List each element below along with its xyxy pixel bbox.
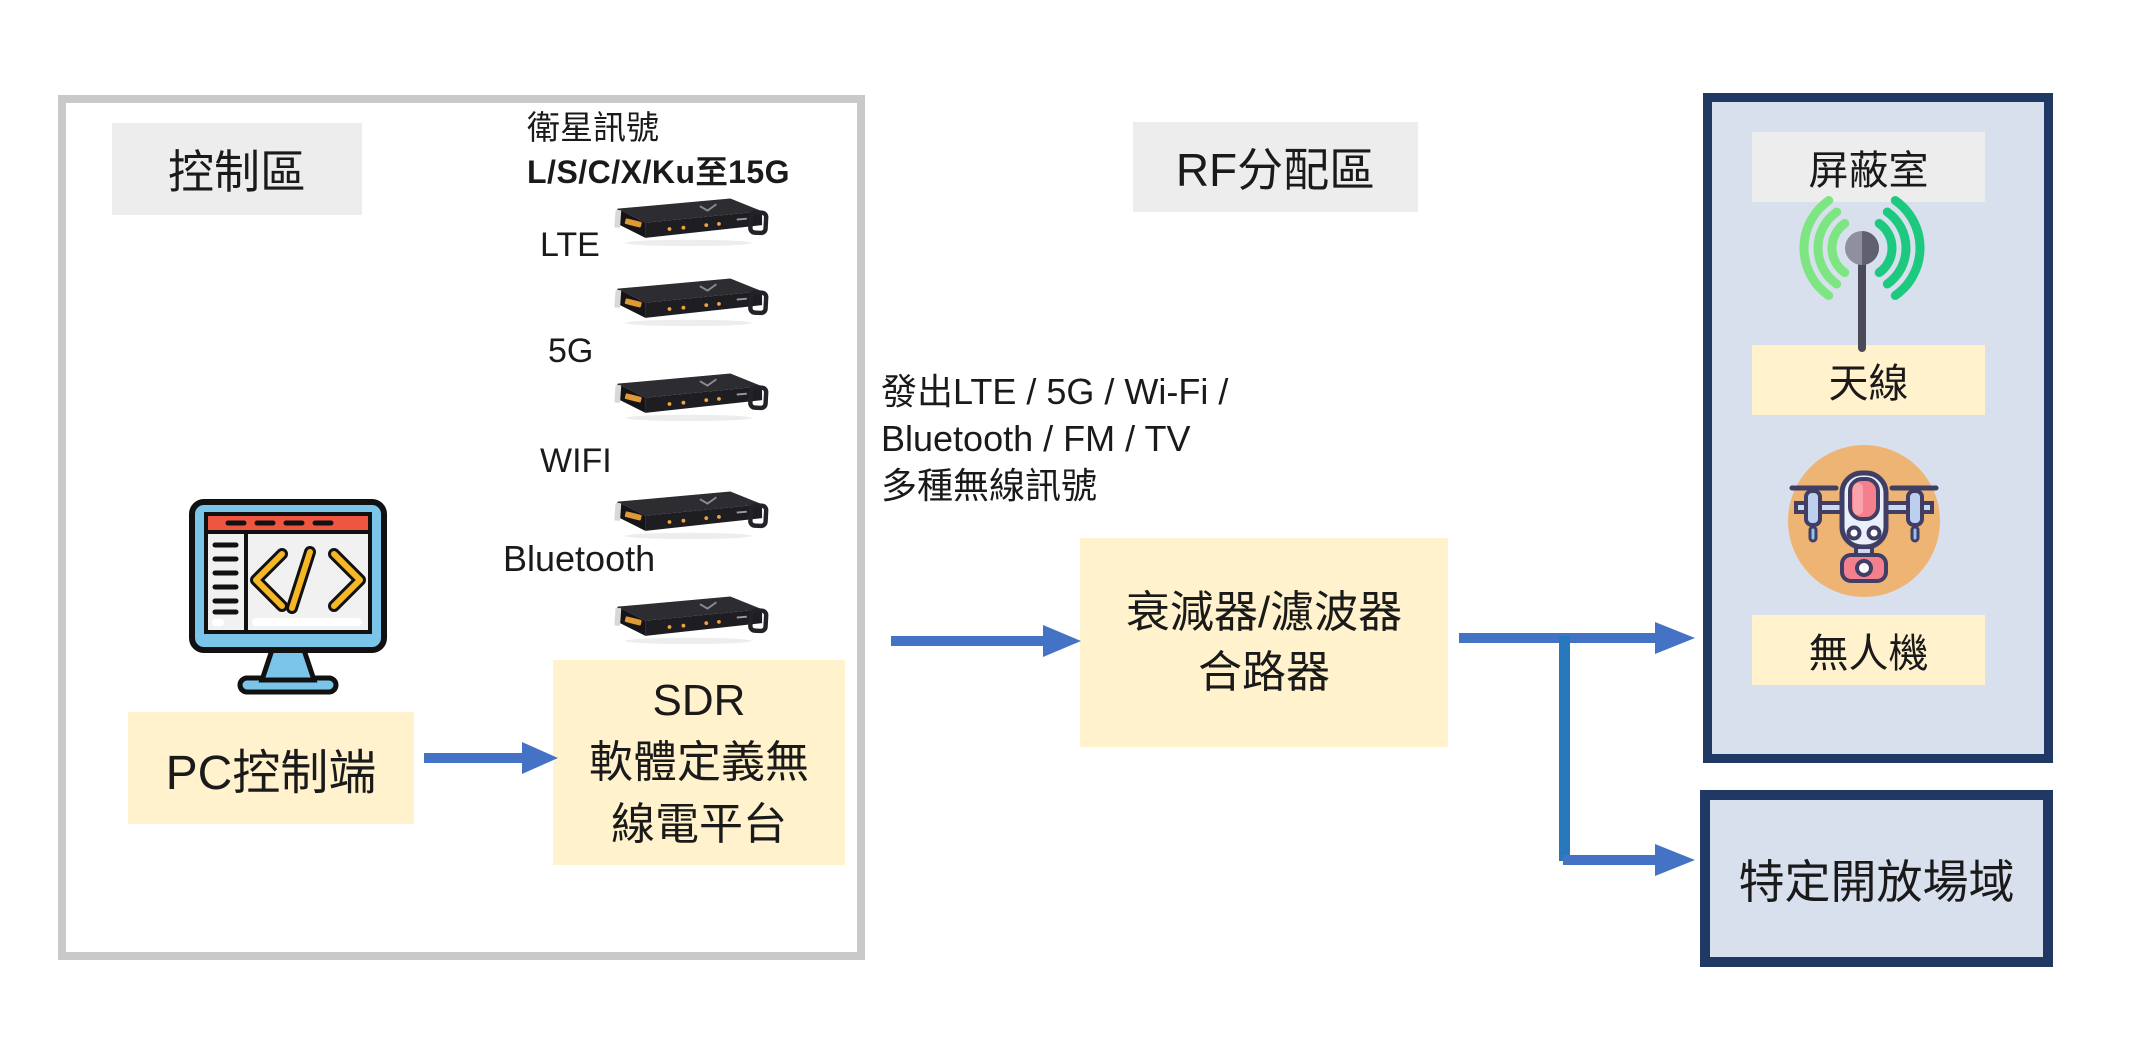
arrow-right-icon <box>1459 621 1695 655</box>
branch-connector-line <box>1559 636 1570 861</box>
sdr-device-unit-2 <box>606 276 771 328</box>
drone-icon <box>1786 443 1942 599</box>
sdr-platform-box: SDR 軟體定義無 線電平台 <box>553 660 845 865</box>
signal-note: 發出LTE / 5G / Wi-Fi / Bluetooth / FM / TV… <box>881 368 1381 509</box>
attenuator-combiner-box: 衰減器/濾波器 合路器 <box>1080 538 1448 747</box>
sdr-rack-icon <box>614 491 769 540</box>
sdr-box-line2: 軟體定義無 <box>589 737 809 787</box>
attenuator-line1: 衰減器/濾波器 <box>1125 587 1403 637</box>
satellite-signal-line2: L/S/C/X/Ku至15G <box>527 153 791 190</box>
arrow-right-icon <box>1563 843 1695 877</box>
attenuator-line2: 合路器 <box>1198 647 1330 697</box>
satellite-signal-header: 衛星訊號 L/S/C/X/Ku至15G <box>527 106 827 194</box>
sdr-box-line1: SDR <box>652 675 746 725</box>
device-label-5g: 5G <box>548 332 594 370</box>
signal-note-line1: 發出LTE / 5G / Wi-Fi / <box>881 371 1229 412</box>
code-monitor-icon <box>188 498 388 698</box>
sdr-device-unit-5 <box>606 594 771 646</box>
device-label-bluetooth: Bluetooth <box>503 538 656 579</box>
sdr-device-unit-3 <box>606 371 771 423</box>
drone-label-box: 無人機 <box>1752 615 1985 685</box>
sdr-box-line3: 線電平台 <box>611 799 787 849</box>
shielded-room-label: 屏蔽室 <box>1752 132 1985 202</box>
device-label-lte: LTE <box>540 226 600 264</box>
sdr-rack-icon <box>614 278 769 327</box>
signal-note-line2: Bluetooth / FM / TV <box>881 418 1191 459</box>
arrow-right-icon <box>891 624 1081 658</box>
antenna-icon <box>1772 186 1956 354</box>
antenna-label-box: 天線 <box>1752 345 1985 415</box>
device-label-wifi: WIFI <box>540 442 612 480</box>
arrow-right-icon <box>424 741 558 775</box>
control-area-label: 控制區 <box>112 123 362 215</box>
sdr-rack-icon <box>614 198 769 247</box>
sdr-device-unit-1 <box>606 196 771 248</box>
sdr-rack-icon <box>614 373 769 422</box>
signal-note-line3: 多種無線訊號 <box>881 465 1098 506</box>
open-field-box: 特定開放場域 <box>1700 790 2053 967</box>
sdr-rack-icon <box>614 596 769 645</box>
satellite-signal-line1: 衛星訊號 <box>527 109 659 146</box>
rf-area-label: RF分配區 <box>1133 122 1418 212</box>
sdr-device-unit-4 <box>606 489 771 541</box>
pc-control-box: PC控制端 <box>128 712 414 824</box>
